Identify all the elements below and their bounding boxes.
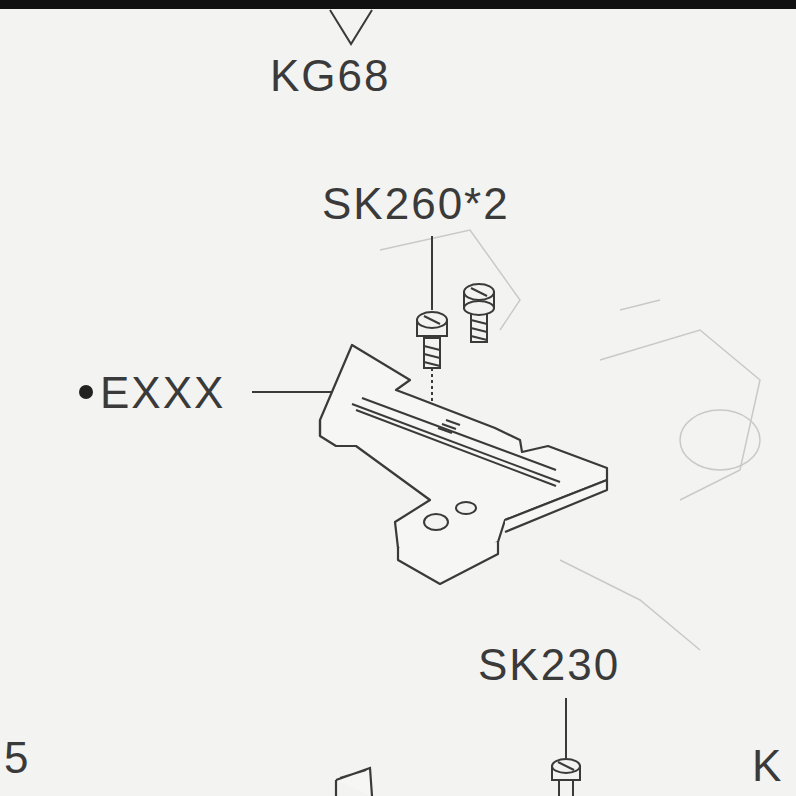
leader-line	[252, 391, 332, 393]
screw	[417, 312, 447, 368]
leader-line	[565, 698, 567, 758]
top-bar	[0, 0, 796, 9]
part-number: SK260*2	[322, 182, 510, 226]
screw	[464, 284, 494, 342]
part-number: SK230	[478, 643, 620, 687]
part-arrow	[330, 10, 372, 44]
part-number: 5	[4, 736, 30, 780]
hole	[456, 502, 476, 514]
part-number: EXXX	[100, 371, 225, 415]
hole	[424, 514, 448, 530]
screw	[552, 759, 580, 796]
part-number: K	[752, 744, 783, 788]
throat-plate	[320, 345, 607, 584]
part-outline	[336, 768, 372, 796]
feed-slots	[352, 398, 560, 486]
part-number: KG68	[270, 54, 391, 98]
new-part-dot	[79, 385, 93, 399]
leader-line	[431, 236, 433, 310]
